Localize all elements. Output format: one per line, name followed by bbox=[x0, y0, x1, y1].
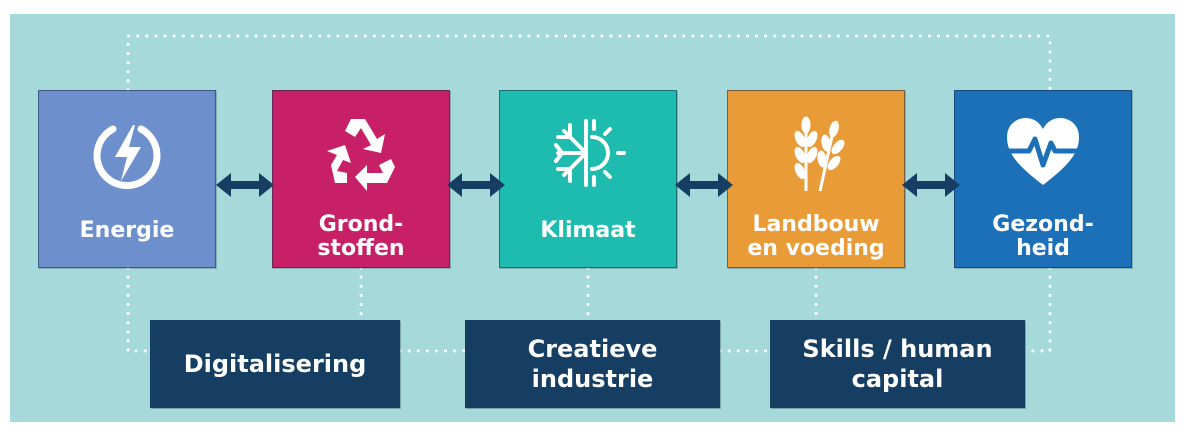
double-arrow-icon bbox=[902, 173, 960, 197]
domain-tile-energie: Energie bbox=[38, 90, 216, 268]
double-arrow-icon bbox=[216, 173, 274, 197]
energy-bolt-icon bbox=[93, 125, 161, 189]
snowflake-sun-icon bbox=[554, 119, 626, 187]
domain-label: Klimaat bbox=[540, 218, 636, 243]
domain-tile-landbouw: Landbouw en voeding bbox=[727, 90, 905, 268]
dotted-network bbox=[126, 34, 1052, 353]
crosscut-label: Creatieve industrie bbox=[527, 335, 658, 393]
heart-pulse-icon bbox=[1007, 118, 1079, 185]
domain-label: Energie bbox=[79, 218, 175, 243]
recycle-icon bbox=[327, 119, 395, 191]
domain-tile-grondstoffen: Grond- stoffen bbox=[272, 90, 450, 268]
domain-label: Grond- stoffen bbox=[317, 212, 405, 261]
double-arrow-icon bbox=[447, 173, 505, 197]
crosscut-label: Digitalisering bbox=[183, 350, 367, 378]
diagram-canvas: Energie Grond- stoffen bbox=[10, 14, 1175, 422]
domain-label: Gezond- heid bbox=[992, 212, 1094, 261]
crosscut-box-digitalisering: Digitalisering bbox=[150, 320, 400, 408]
domain-tile-gezondheid: Gezond- heid bbox=[954, 90, 1132, 268]
double-arrow-icon bbox=[675, 173, 733, 197]
wheat-icon bbox=[794, 116, 845, 192]
crosscut-label: Skills / human capital bbox=[802, 335, 993, 393]
domain-label: Landbouw en voeding bbox=[747, 212, 885, 261]
crosscut-box-skills-human-capital: Skills / human capital bbox=[770, 320, 1025, 408]
crosscut-box-creatieve-industrie: Creatieve industrie bbox=[465, 320, 720, 408]
domain-tile-klimaat: Klimaat bbox=[499, 90, 677, 268]
